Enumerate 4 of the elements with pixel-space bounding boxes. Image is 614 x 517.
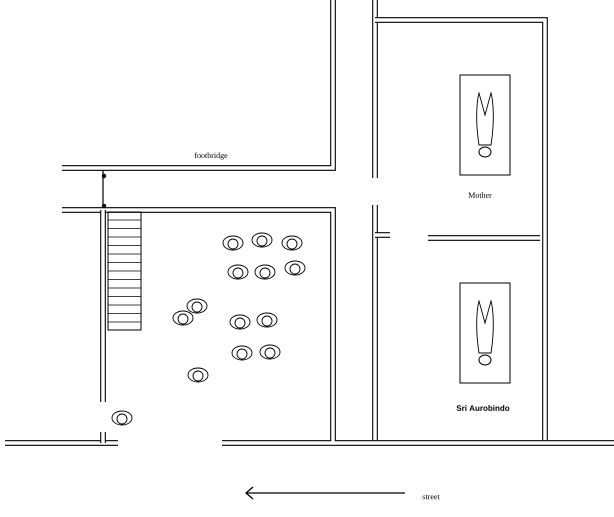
person-label: Sri Aurobindo — [456, 405, 510, 411]
person-label: Mother — [468, 192, 492, 198]
place-label: footbridge — [194, 152, 228, 160]
street-label: street — [422, 494, 440, 500]
